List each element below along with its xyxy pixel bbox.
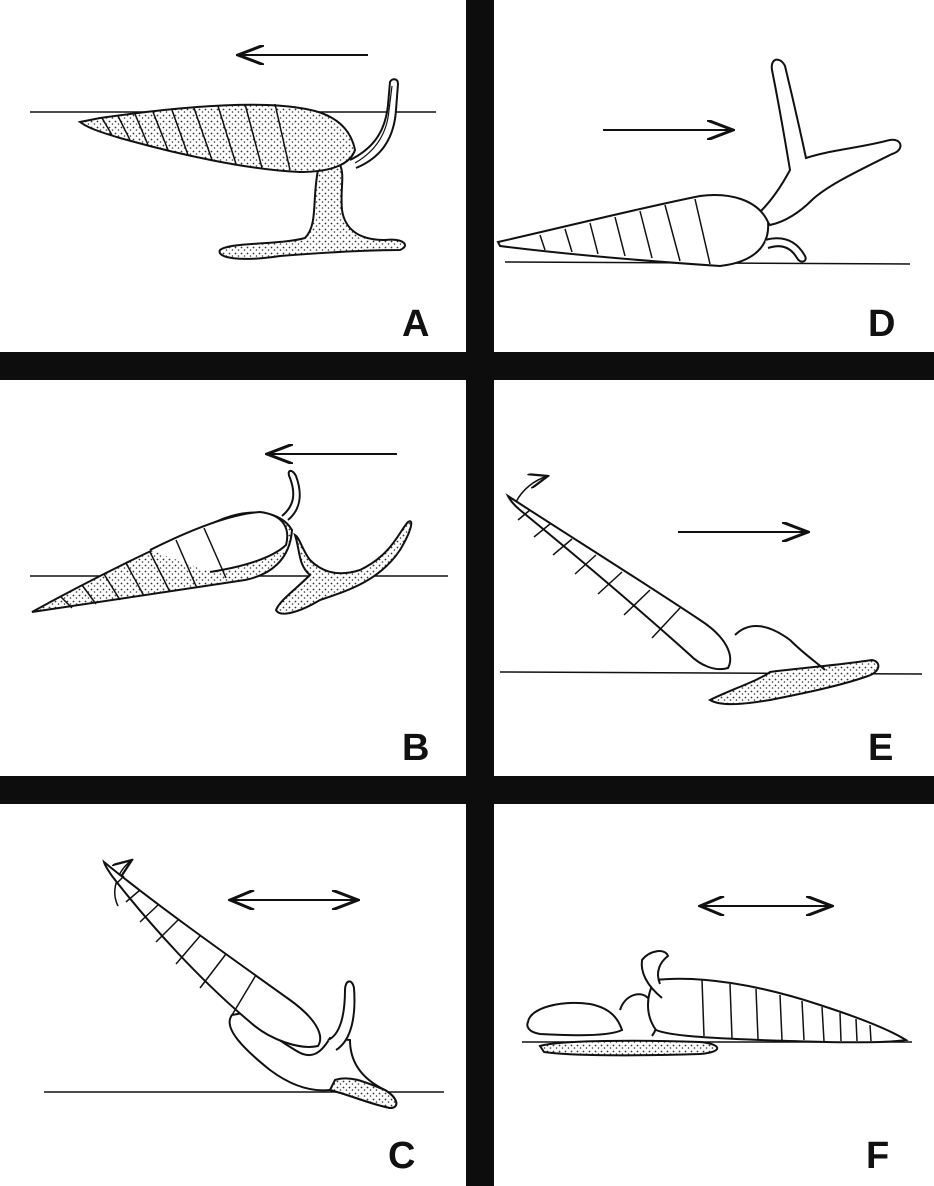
panel-c	[44, 860, 444, 1108]
panel-f	[522, 906, 912, 1055]
panel-d-label: D	[868, 303, 895, 345]
panel-f-shell	[648, 979, 906, 1043]
panel-e-label: E	[868, 727, 893, 769]
panel-a-label: A	[402, 303, 429, 345]
horizontal-divider-bottom	[0, 776, 934, 804]
panel-a-foot	[220, 165, 405, 259]
panel-e-shell	[508, 496, 730, 669]
panel-e-foot	[710, 660, 878, 704]
horizontal-divider-top	[0, 352, 934, 380]
panel-f-label: F	[866, 1135, 889, 1177]
panel-f-foot	[540, 1041, 717, 1056]
panel-b-foot	[276, 521, 411, 613]
panel-c-shell	[104, 862, 320, 1047]
panel-a-shell	[80, 105, 355, 172]
panel-c-label: C	[388, 1135, 415, 1177]
panel-b-siphon	[282, 471, 300, 520]
panel-e	[500, 476, 922, 704]
panel-b-label: B	[402, 727, 429, 769]
panel-b	[30, 454, 448, 614]
panel-d	[498, 60, 910, 266]
panel-a	[30, 55, 436, 259]
panel-e-rotation-arrow	[516, 476, 548, 502]
panel-d-siphon	[765, 238, 806, 261]
vertical-divider	[466, 0, 494, 1186]
panel-d-forked-foot	[760, 60, 900, 225]
panel-d-shell	[498, 195, 768, 266]
